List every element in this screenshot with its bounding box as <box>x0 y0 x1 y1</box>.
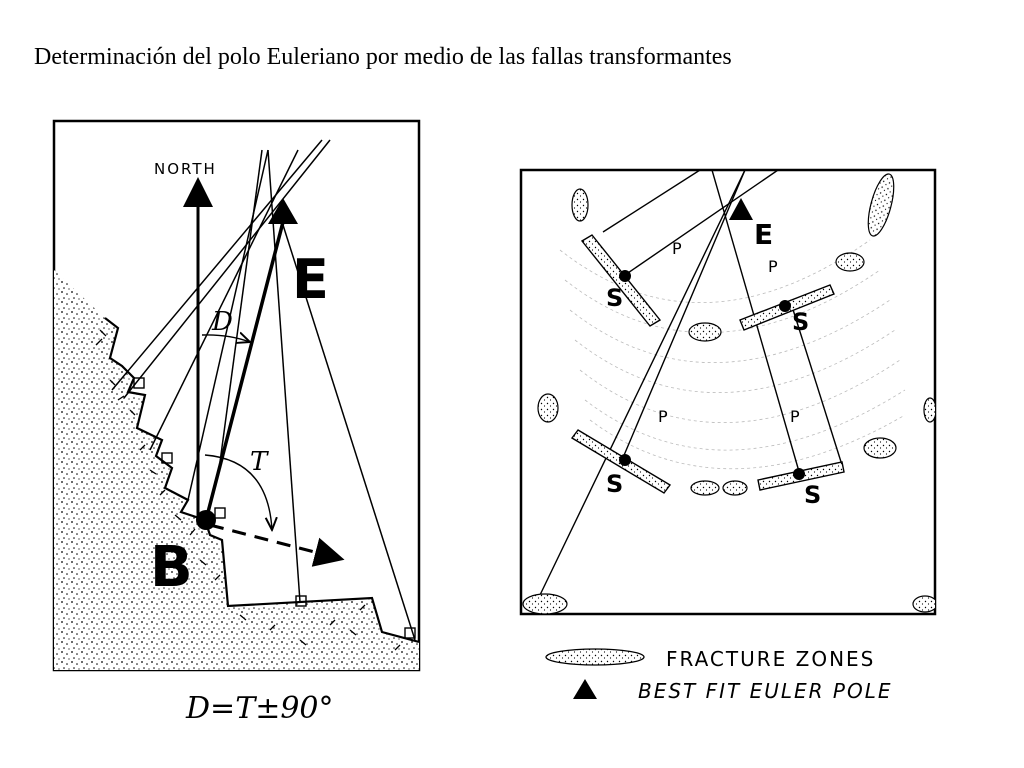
spreading-points <box>619 270 805 480</box>
legend-best-fit-pole-label: BEST FIT EULER POLE <box>638 679 893 703</box>
distance-label-1: P <box>672 239 682 258</box>
spreading-label-3: S <box>606 470 623 498</box>
legend-pole-symbol <box>573 679 597 699</box>
left-diagram: NORTH E B D T <box>52 119 421 672</box>
angle-t-arc <box>204 454 272 530</box>
north-label: NORTH <box>154 160 217 178</box>
legend-fracture-zone-symbol <box>545 648 645 666</box>
distance-label-3: P <box>658 407 668 426</box>
great-circle-lines <box>111 139 416 641</box>
legend: FRACTURE ZONES BEST FIT EULER POLE <box>545 647 893 703</box>
spreading-label-4: S <box>804 481 821 509</box>
right-pole-e-label: E <box>754 218 773 251</box>
right-frame <box>519 168 937 616</box>
transform-direction-arrow <box>209 523 345 567</box>
point-b-label: B <box>150 535 193 600</box>
angle-d-arc <box>201 335 250 342</box>
legend-fracture-zones-label: FRACTURE ZONES <box>666 647 875 671</box>
right-angle-markers <box>133 377 416 639</box>
pole-e-label: E <box>292 248 329 311</box>
spreading-label-2: S <box>792 308 809 336</box>
ridge-transform-margin <box>104 317 419 644</box>
distance-label-2: P <box>768 257 778 276</box>
spreading-label-1: S <box>606 284 623 312</box>
fracture-zone-blobs <box>522 173 935 614</box>
angle-t-label: T <box>250 447 269 477</box>
distance-label-4: P <box>790 407 800 426</box>
right-euler-pole-triangle <box>729 198 753 220</box>
margin-ticks <box>95 329 401 651</box>
continent-region <box>54 270 419 670</box>
euler-pole-triangle <box>268 198 298 224</box>
formula-label: D=T±90° <box>185 691 334 726</box>
point-b-marker <box>196 510 216 530</box>
angle-d-label: D <box>211 307 233 337</box>
b-to-e-line <box>204 221 285 521</box>
right-diagram: E S S S S P P P P <box>519 168 937 616</box>
page-title: Determinación del polo Euleriano por med… <box>34 44 732 70</box>
